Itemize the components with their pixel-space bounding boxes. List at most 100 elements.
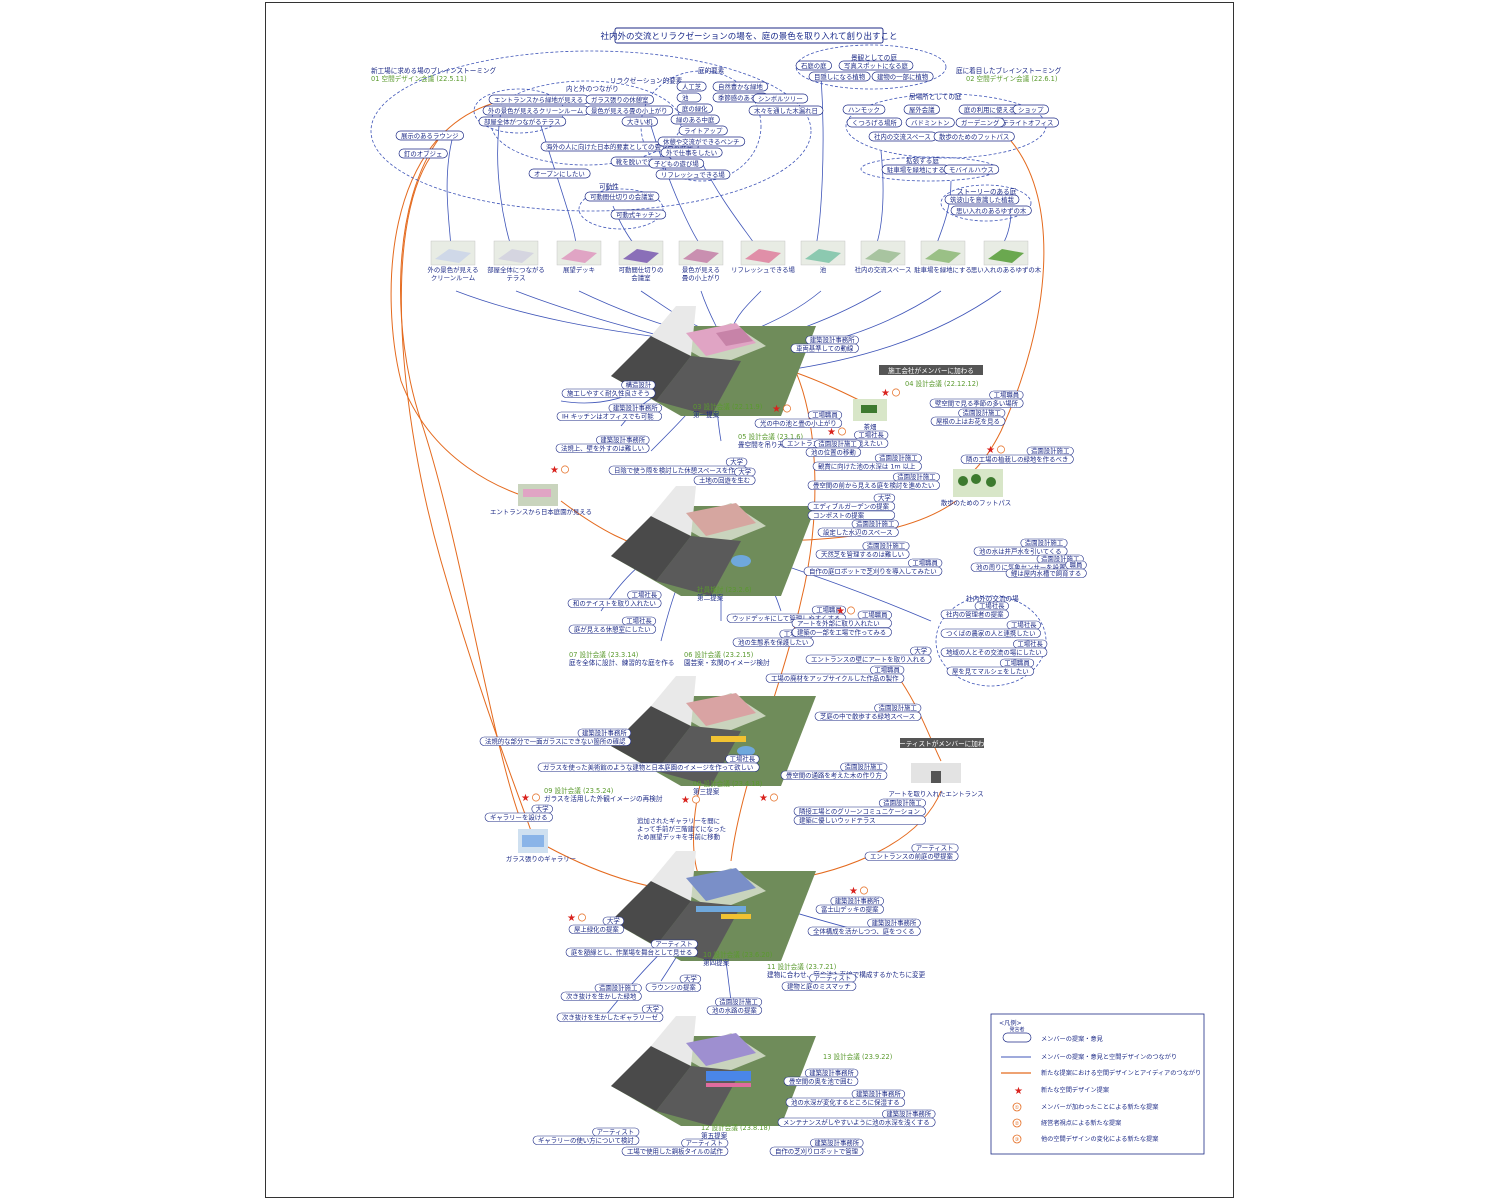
- comment-speaker: 建築設計事務所: [613, 403, 658, 412]
- comment-text: 土地の回遊を生む: [699, 476, 750, 485]
- stage-4-model: [611, 851, 816, 961]
- legend-row-6: 経営者視点による新たな提案: [1041, 1119, 1122, 1127]
- mark-circle-icon: [532, 794, 539, 801]
- comment-text: ガラスを使った美術館のような建物と日本庭園のイメージを作って欲しい: [543, 763, 753, 772]
- brainstorm-pill-garden-10: リフレッシュできる場: [656, 170, 730, 179]
- idea-thumb-7: 社内の交流スペース: [855, 241, 912, 274]
- comment-text: 日陰で使う際を検討した休憩スペースを作る: [614, 466, 741, 475]
- comment-text: 池の位置の移動: [811, 448, 856, 457]
- comment-c11: 造園設計施工畳空間の前から見える庭を検討を進めたい: [808, 472, 940, 490]
- brainstorm-pill-text: 庭の利用に使える: [964, 105, 1015, 114]
- star-icon: ★: [521, 793, 530, 804]
- comment-speaker: 建築設計事務所: [810, 335, 855, 344]
- comment-text: 池の水路の提案: [712, 1006, 757, 1015]
- brainstorm-pill-expand-1: モバイルハウス: [944, 165, 999, 174]
- brainstorm-pill-text: 庭の緑化: [682, 104, 708, 113]
- comment-speaker: 工場職員: [874, 665, 900, 674]
- brainstorm-pill-text: ガラス張りの休憩室: [591, 95, 649, 104]
- comment-speaker: 建築設計事務所: [856, 1089, 901, 1098]
- star-icon: ★: [827, 427, 836, 438]
- meeting-m12: 12 設計会議 (23.8.18)第五提案: [701, 1123, 770, 1140]
- legend-row-1: メンバーの提案・意見: [1041, 1035, 1103, 1043]
- brainstorm-pill-text: 休憩や交流ができるベンチ: [663, 137, 740, 146]
- idea-thumb-label: 駐車場を緑地にする: [914, 265, 972, 274]
- meeting-m13: 13 設計会議 (23.9.22): [823, 1052, 892, 1061]
- brainstorm-pill-garden-5: 緑のある中庭: [671, 115, 719, 124]
- comment-speaker: 工場職員: [862, 610, 888, 619]
- idea-thumb-2: 展望デッキ: [557, 241, 601, 274]
- side-idea-entrance-garden-label: エントランスから日本庭園が見える: [490, 507, 592, 516]
- brainstorm-pill-text: シンボルツリー: [758, 95, 803, 103]
- legend: <凡例> 発言者 メンバーの提案・意見 メンバーの提案・意見と空間デザインのつな…: [991, 1014, 1204, 1154]
- mark-circle-icon: [860, 887, 867, 894]
- comment-c36: 建築設計事務所富士山デッキの提案: [816, 896, 884, 914]
- comment-speaker: 造園設計施工: [845, 762, 884, 771]
- comment-c41: 造園設計施工次き抜けを生かした緑地: [561, 983, 641, 1001]
- meeting-m06: 06 設計会議 (23.2.15)園芸案・玄関のイメージ検討: [684, 650, 770, 667]
- legend-pill-sample: 発言者: [1009, 1026, 1024, 1033]
- brainstorm-pill-text: 展示のあるラウンジ: [401, 132, 459, 140]
- session-right-meeting: 02 空間デザイン会議 (22.6.1): [966, 74, 1057, 83]
- brainstorm-pill-garden-0: 人工芝: [677, 82, 706, 91]
- comment-c35: アーティストエントランスの前庭の壁提案: [865, 844, 958, 861]
- group-garden: 庭的要素: [698, 66, 725, 75]
- brainstorm-pill-garden-6: ライトアップ: [679, 126, 727, 135]
- comment-speaker: 大学: [646, 1004, 659, 1013]
- comment-speaker: 工場職員: [812, 410, 838, 419]
- comment-text: ギャラリーの使い方について検討: [538, 1136, 634, 1145]
- comment-c52: 工場社長つくばの農家の人と連携したい: [941, 620, 1041, 638]
- brainstorm-pill-text: ショップ: [1018, 106, 1044, 114]
- idea-thumb-label: 部屋全体につながるテラス: [487, 265, 545, 282]
- idea-thumb-6: 池: [801, 241, 845, 274]
- side-idea-footpath-label: 散歩のためのフットパス: [941, 498, 1011, 507]
- comment-text: 自作の庭ロボットで芝刈りを導入してみたい: [809, 567, 937, 576]
- comment-text: IH キッチンはオフィスでも可能: [562, 412, 654, 421]
- legend-title: <凡例>: [999, 1019, 1022, 1027]
- comment-c13: 造園設計施工屋根の上はお花を見る: [931, 408, 1005, 426]
- comment-text: 設定した水辺のスペース: [823, 528, 893, 537]
- brainstorm-pill-view-0: 石庭の庭: [796, 61, 832, 70]
- comment-text: 屋上緑化の提案: [574, 925, 619, 934]
- legend-mark-3: ③: [1015, 1137, 1019, 1143]
- comment-speaker: 建築設計事務所: [835, 896, 880, 905]
- meeting-m08: 08 設計会議 (23.4.18)第三提案: [693, 779, 762, 796]
- comment-text: 施工しやすく耐久性良さそう: [567, 389, 650, 398]
- comment-text: 池の生態系を保護したい: [738, 638, 808, 647]
- legend-star-icon: ★: [1014, 1086, 1023, 1097]
- comment-speaker: 工場社長: [979, 601, 1005, 610]
- brainstorm-pill-relax-0: ガラス張りの休憩室: [586, 95, 654, 104]
- comment-c37: 建築設計事務所全体構成を活かしつつ、庭をつくる: [808, 918, 920, 936]
- comment-text: 光の中の池と畳の小上がり: [760, 419, 837, 428]
- comment-text: エントランスの壁にアートを取り入れる: [811, 655, 926, 664]
- brainstorm-pill-text: 思い入れのあるゆずの木: [956, 206, 1027, 215]
- comment-text: 屋を見てマルシェをしたい: [952, 668, 1029, 676]
- brainstorm-pill-place-7: ショップ: [1013, 105, 1049, 114]
- comment-text: 屋根の上はお花を見る: [936, 417, 1000, 426]
- brainstorm-pill-garden-12: シンボルツリー: [753, 94, 808, 103]
- brainstorm-pill-text: 屋外会議: [909, 105, 935, 114]
- brainstorm-pill-place-4: バドミントン: [906, 118, 954, 127]
- comment-speaker: 工場社長: [1017, 639, 1043, 648]
- stage-2-model: [611, 486, 816, 596]
- comment-c5: 大学日陰で使う際を検討した休憩スペースを作る: [609, 457, 747, 475]
- idea-thumb-label: リフレッシュできる場: [731, 265, 795, 274]
- comment-text: つくばの農家の人と連携したい: [946, 629, 1035, 638]
- comment-c40: 大学ラウンジの提案: [646, 974, 701, 992]
- brainstorm-pill-text: 社内の交流スペース: [874, 132, 931, 141]
- brainstorm-pill-place-9: 散歩のためのフットパス: [934, 132, 1014, 141]
- idea-thumb-label: 池: [820, 265, 827, 274]
- idea-thumb-label: 可動間仕切りの会議室: [619, 265, 664, 282]
- mark-circle-icon: [997, 446, 1004, 453]
- mark-circle-icon: [578, 914, 585, 921]
- comment-c23: 工場社長庭が見える休憩室にしたい: [569, 616, 656, 634]
- brainstorm-pill-view-3: 建物の一部に植物: [872, 72, 933, 81]
- comment-speaker: 建築設計事務所: [814, 1138, 859, 1147]
- comment-speaker: 大学: [914, 646, 927, 655]
- comment-c18: 工場職員自作の庭ロボットで芝刈りを導入してみたい: [804, 558, 942, 576]
- comment-speaker: 大学: [730, 457, 743, 466]
- comment-c4: 建築設計事務所法規上、壁を外すのは難しい: [556, 435, 649, 453]
- brainstorm-pill-text: リフレッシュできる場: [661, 170, 725, 179]
- meeting-m10: 10 設計会議 (23.6.20)第四提案: [703, 950, 772, 967]
- brainstorm-pill-text: 大きい机: [627, 117, 653, 126]
